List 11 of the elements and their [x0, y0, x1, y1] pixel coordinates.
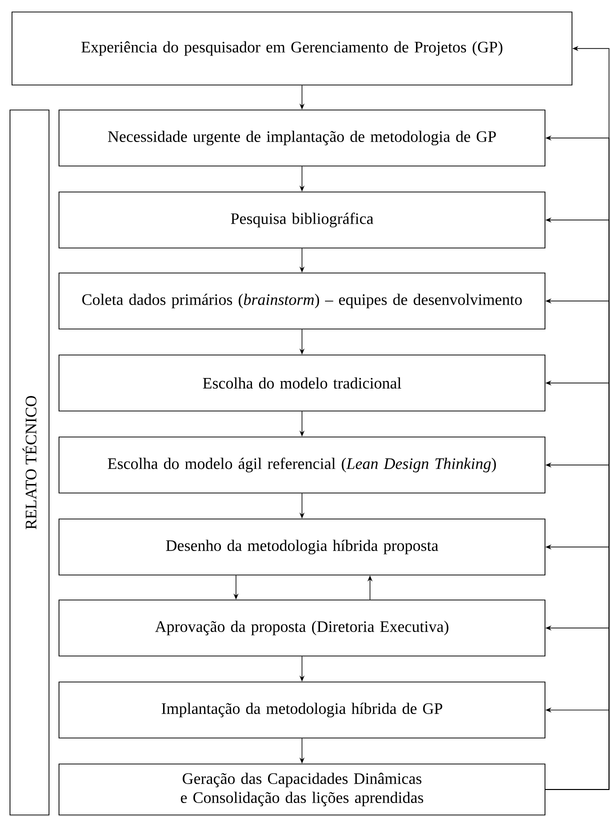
process-box: Implantação da metodologia híbrida de GP	[58, 682, 546, 738]
process-box: Necessidade urgente de implantação de metodologia de GP	[58, 110, 546, 166]
process-box: Pesquisa bibliográfica	[58, 192, 546, 248]
process-box: Desenho da metodologia híbrida proposta	[58, 518, 546, 576]
process-box: Geração das Capacidades Dinâmicas e Consolidação das lições aprendidas	[58, 764, 546, 816]
side-band: RELATO TÉCNICO	[10, 110, 50, 816]
process-box: Escolha do modelo ágil referencial (Lean Design Thinking)	[58, 436, 546, 494]
process-box: Coleta dados primários (brainstorm) – equipes de desenvolvimento	[58, 272, 546, 330]
process-box: Escolha do modelo tradicional	[58, 354, 546, 412]
process-box: Experiência do pesquisador em Gerenciamento de Projetos (GP)	[12, 12, 572, 86]
process-box: Aprovação da proposta (Diretoria Executiva)	[58, 600, 546, 656]
